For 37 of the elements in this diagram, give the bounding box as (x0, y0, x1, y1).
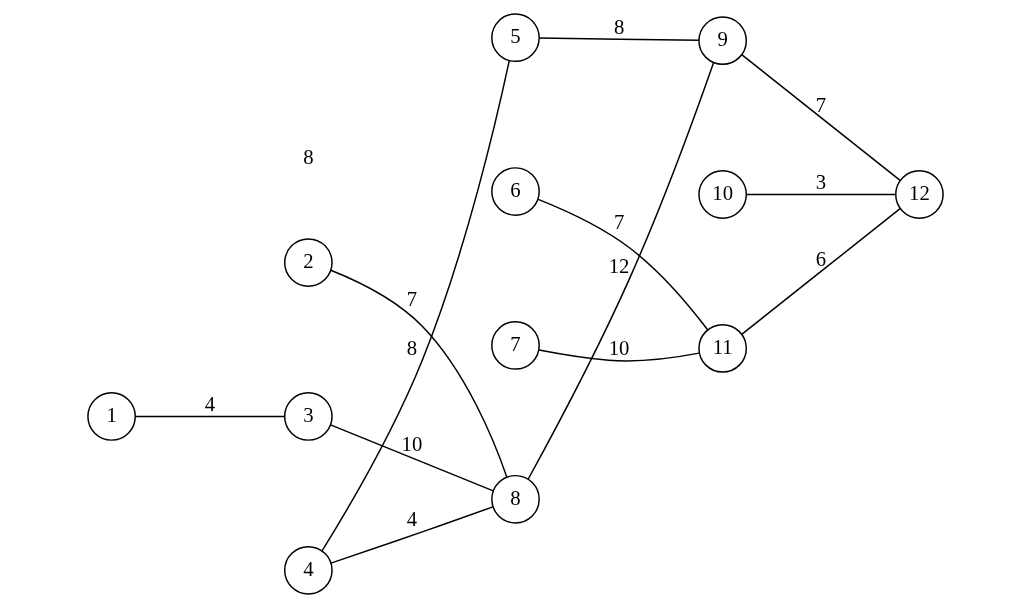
connector (740, 54, 901, 182)
connector (536, 198, 708, 331)
connector (329, 424, 494, 492)
edge-label: 7 (815, 93, 826, 116)
node-circle: 9 (697, 16, 747, 66)
edge-label: 8 (406, 336, 417, 359)
edge-label: 10 (401, 432, 422, 455)
connector (320, 60, 510, 552)
node-circle: 1 (86, 392, 136, 441)
edge-label: 10 (608, 336, 629, 359)
node-circle: 12 (894, 170, 944, 219)
edge-label: 7 (406, 287, 417, 310)
edge-label: 3 (815, 170, 826, 193)
node-circle: 11 (697, 323, 747, 373)
edge-label: 8 (613, 15, 624, 38)
edge-label: 12 (608, 255, 629, 278)
connector (537, 349, 700, 362)
connector (745, 193, 896, 196)
node-circle: 7 (490, 321, 540, 370)
node-circle: 6 (490, 167, 540, 216)
node-circle: 8 (490, 474, 540, 524)
node-circle: 10 (697, 170, 747, 219)
node-circle: 5 (490, 13, 540, 63)
edge-label: 7 (613, 210, 624, 233)
label: 8 (302, 146, 314, 169)
connector (538, 37, 700, 42)
edge-label: 6 (815, 247, 826, 270)
node-circle: 3 (283, 392, 333, 441)
connector (527, 61, 714, 480)
connector (134, 415, 285, 418)
edge-label: 4 (204, 392, 215, 415)
connector (329, 269, 508, 478)
node-circle: 4 (283, 545, 333, 595)
node-circle: 2 (283, 238, 333, 287)
connector (329, 506, 494, 564)
edge-label: 4 (406, 508, 417, 531)
connector (740, 207, 901, 335)
